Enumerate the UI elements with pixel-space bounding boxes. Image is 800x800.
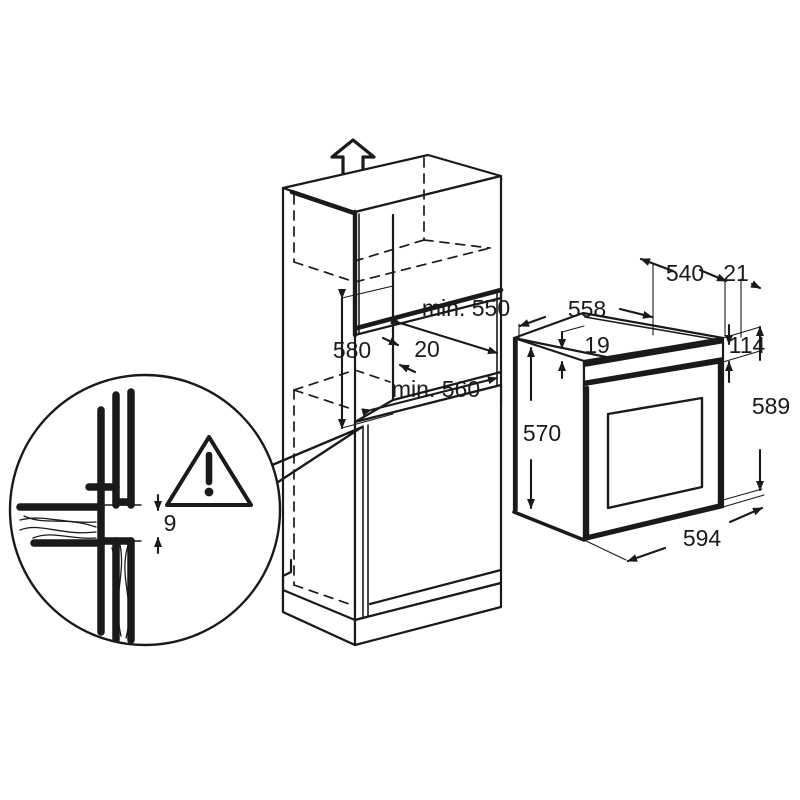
dimension-589 <box>722 325 764 501</box>
dimension-label-9: 9 <box>164 510 177 536</box>
dimension-label-589: 589 <box>752 393 790 419</box>
dimension-min-550 <box>390 316 499 355</box>
dimension-label-21: 21 <box>723 260 749 286</box>
dimension-label-20: 20 <box>414 336 440 362</box>
dimension-19 <box>558 325 585 380</box>
dimension-540 <box>639 257 728 337</box>
dimension-114 <box>722 323 761 384</box>
dimension-label-min-550: min. 550 <box>422 295 510 321</box>
oven-appliance <box>512 257 765 563</box>
dimension-label-540: 540 <box>666 260 704 286</box>
dimension-labels: 580 min. 550 20 min. 560 540 21 558 19 1… <box>164 260 791 551</box>
dimension-580 <box>338 285 394 430</box>
dimension-label-580: 580 <box>333 337 371 363</box>
dimension-label-570: 570 <box>523 420 561 446</box>
dimension-21 <box>740 278 762 338</box>
dimension-label-114: 114 <box>729 332 766 358</box>
warning-triangle-icon <box>165 435 253 507</box>
cabinet-housing <box>281 138 504 647</box>
dimension-label-min-560: min. 560 <box>392 376 480 402</box>
dimension-label-558: 558 <box>568 296 606 322</box>
dimension-20 <box>381 336 417 374</box>
dimension-594 <box>583 494 765 563</box>
dimension-min-560 <box>361 376 499 417</box>
dimension-label-594: 594 <box>683 525 722 551</box>
detail-callout-circle <box>8 373 364 647</box>
dimension-label-19: 19 <box>584 332 610 358</box>
dimension-558 <box>518 307 654 339</box>
